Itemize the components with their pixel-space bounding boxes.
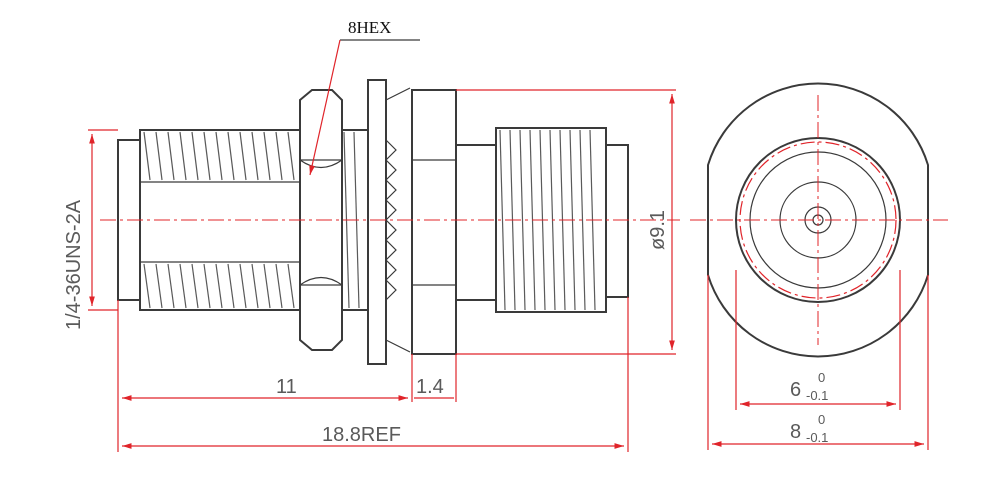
thread-line: [287, 263, 295, 309]
thread-line: [179, 131, 187, 181]
left-thread-top: [143, 131, 295, 181]
dia8-lower-tol: -0.1: [806, 430, 828, 445]
thread-line: [167, 131, 175, 181]
neck: [455, 144, 497, 301]
thread-line: [143, 263, 151, 309]
thread-line: [579, 129, 586, 311]
flange: [411, 89, 457, 355]
thread-line: [215, 263, 223, 309]
len-11-label: 11: [276, 376, 297, 398]
hex-nut: [299, 89, 343, 351]
thread-line: [239, 131, 247, 181]
thread-line: [263, 263, 271, 309]
left-thread-bottom: [143, 263, 295, 309]
thread-line: [203, 263, 211, 309]
thread-line: [167, 263, 175, 309]
left-threaded-barrel: [117, 129, 301, 311]
thread-line: [275, 131, 283, 181]
thread-line: [155, 263, 163, 309]
dia6-upper-tol: 0: [818, 370, 825, 385]
lock-washer: [367, 79, 411, 365]
thread-line: [519, 129, 526, 311]
thread-line: [287, 131, 295, 181]
thread-line: [143, 131, 151, 181]
diameter-label: ø9.1: [647, 210, 669, 250]
thread-line: [251, 263, 259, 309]
thread-line: [275, 263, 283, 309]
right-threaded-barrel: [495, 127, 629, 313]
dia6-lower-tol: -0.1: [806, 388, 828, 403]
hex-label: 8HEX: [348, 18, 391, 37]
thread-line: [155, 131, 163, 181]
dia8-upper-tol: 0: [818, 412, 825, 427]
thread-line: [203, 131, 211, 181]
dia6-label: 6: [790, 379, 801, 401]
thread-line: [499, 129, 506, 311]
thread-line: [215, 131, 223, 181]
thread-line: [179, 263, 187, 309]
side-dimensions: [88, 39, 676, 452]
side-view: [100, 79, 680, 365]
thread-line: [191, 263, 199, 309]
thread-line: [263, 131, 271, 181]
len-total-label: 18.8REF: [322, 424, 401, 446]
thread-line: [227, 131, 235, 181]
thread-line: [251, 131, 259, 181]
thread-spec-label: 1/4-36UNS-2A: [63, 199, 85, 330]
dia8-label: 8: [790, 421, 801, 443]
len-1-4-label: 1.4: [416, 376, 444, 398]
thread-line: [227, 263, 235, 309]
end-view: [690, 82, 948, 450]
thread-line: [239, 263, 247, 309]
thread-line: [191, 131, 199, 181]
